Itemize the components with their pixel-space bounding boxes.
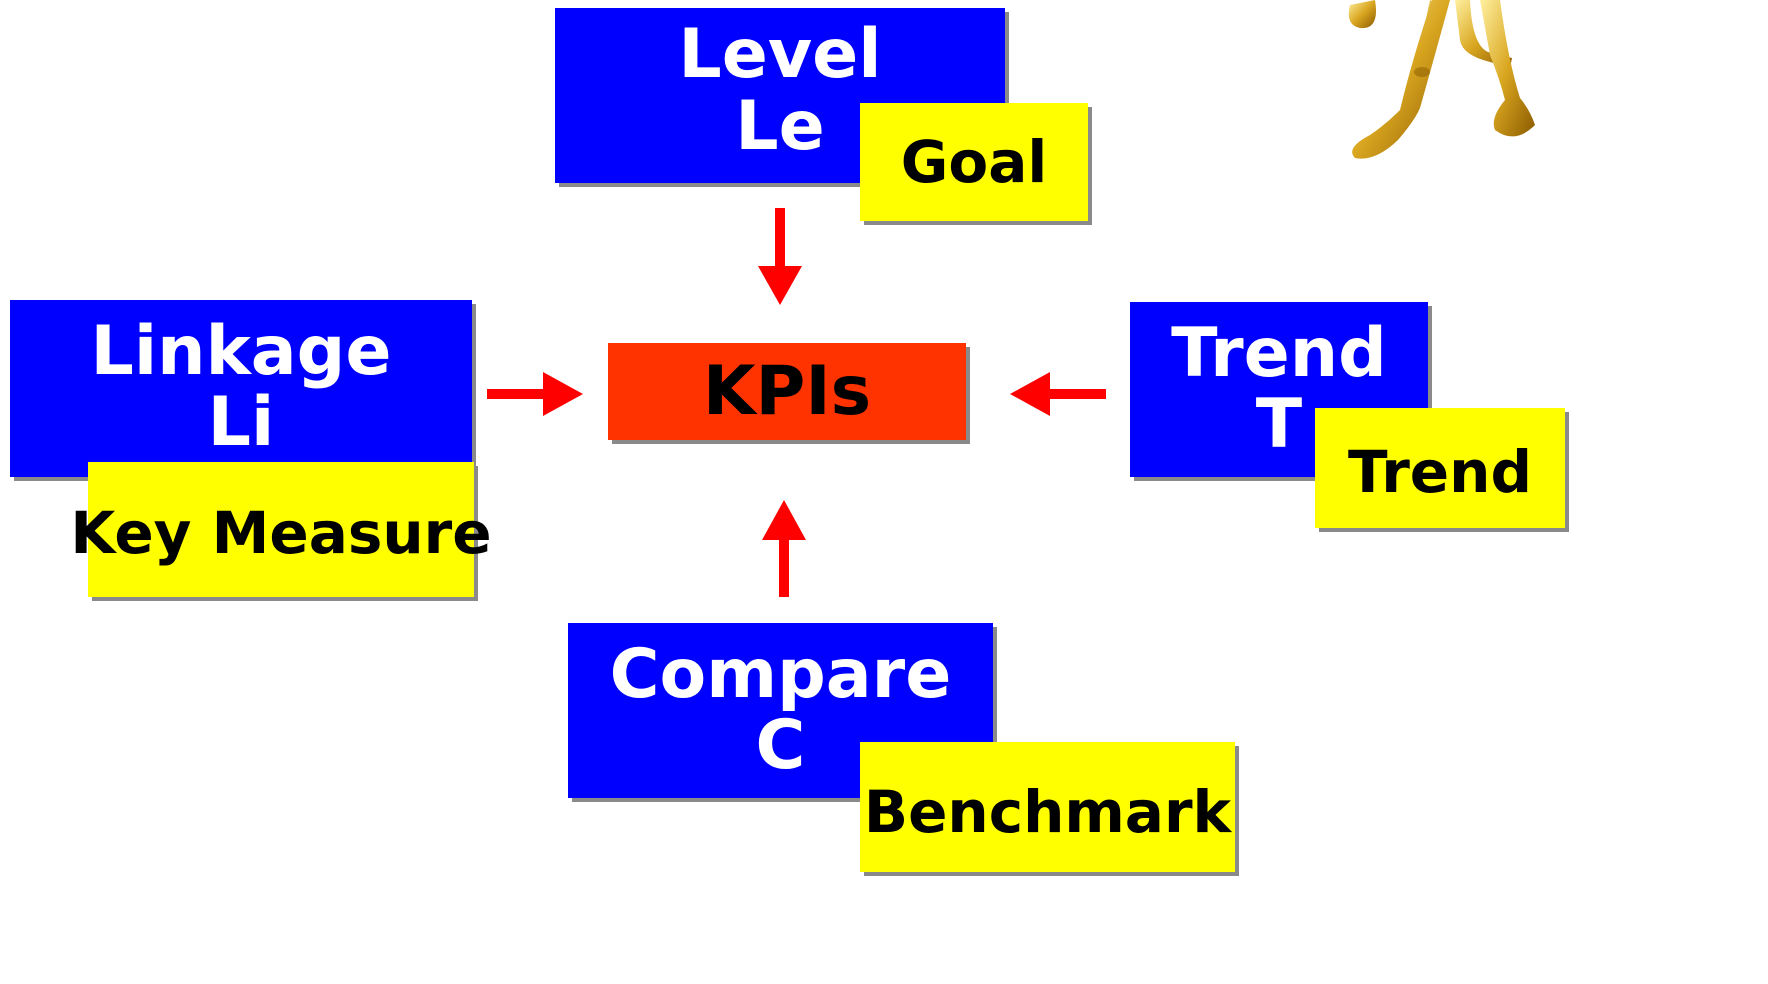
kpis-label: KPIs	[702, 351, 872, 431]
benchmark-tag-label: Benchmark	[863, 777, 1232, 846]
level-abbr: Le	[735, 86, 825, 166]
compare-node: Compare C	[568, 623, 993, 798]
kpis-node: KPIs	[608, 343, 966, 440]
level-node: Level Le	[555, 8, 1005, 183]
goal-tag-label: Goal	[900, 127, 1048, 196]
key-measure-tag: Key Measure	[70, 462, 492, 597]
compare-abbr: C	[755, 706, 806, 786]
goal-tag: Goal	[860, 103, 1088, 221]
trend-tag-label: Trend	[1348, 437, 1532, 506]
key-measure-tag-label: Key Measure	[70, 499, 492, 568]
trend-abbr: T	[1255, 385, 1303, 465]
linkage-abbr: Li	[207, 383, 275, 463]
compare-title: Compare	[609, 635, 952, 714]
trend-title: Trend	[1171, 314, 1387, 393]
arrow-up-from-compare	[762, 500, 806, 597]
arrow-right-from-linkage	[487, 372, 583, 416]
linkage-title: Linkage	[90, 312, 392, 391]
linkage-node: Linkage Li	[10, 300, 472, 477]
benchmark-tag: Benchmark	[860, 742, 1235, 872]
arrow-down-from-level	[758, 208, 802, 305]
gold-figure-illustration	[1348, 0, 1535, 159]
arrow-left-from-trend	[1010, 372, 1106, 416]
trend-tag: Trend	[1315, 408, 1565, 528]
level-title: Level	[678, 15, 882, 95]
